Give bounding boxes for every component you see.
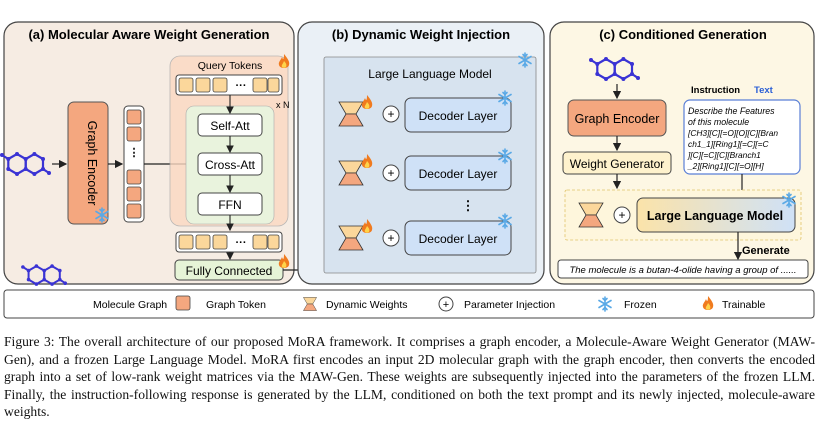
legend-trainable: Trainable (722, 299, 766, 311)
svg-text:···: ··· (236, 237, 247, 249)
weight-generator-block: Weight Generator (570, 157, 665, 171)
panel-a-title: (a) Molecular Aware Weight Generation (28, 27, 269, 42)
svg-text:···: ··· (236, 80, 247, 92)
decoder-layer: Decoder Layer (419, 232, 498, 246)
figure-caption: Figure 3: The overall architecture of ou… (4, 334, 815, 420)
svg-text:⋮: ⋮ (129, 147, 140, 159)
decoder-layer: Decoder Layer (419, 109, 498, 123)
panel-c: (c) Conditioned Generation Graph Encoder… (549, 21, 815, 285)
panel-c-title: (c) Conditioned Generation (599, 27, 767, 42)
parameter-injection-icon: + (387, 231, 394, 245)
graph-encoder-block: Graph Encoder (575, 112, 660, 126)
architecture-figure: (a) Molecular Aware Weight Generation Gr… (0, 21, 815, 319)
ffn-block: FFN (218, 198, 241, 212)
cross-att-block: Cross-Att (205, 158, 256, 172)
self-att-block: Self-Att (210, 119, 250, 133)
graph-token-column: ⋮ (123, 105, 145, 223)
output-token-row: ··· (175, 231, 283, 253)
legend: Molecule Graph Graph Token Dynamic Weigh… (3, 263, 815, 319)
svg-text:][C][=C][C][Branch1: ][C][=C][C][Branch1 (687, 150, 761, 160)
instruction-text: Describe the Features of this molecule [… (687, 106, 778, 171)
legend-dynamic-weights: Dynamic Weights (326, 299, 408, 311)
svg-text:ch1_1][Ring1][=C][=C: ch1_1][Ring1][=C][=C (688, 139, 769, 149)
parameter-injection-icon: + (387, 166, 394, 180)
panel-a: (a) Molecular Aware Weight Generation Gr… (0, 21, 295, 285)
fully-connected-block: Fully Connected (186, 264, 273, 278)
graph-token-swatch (175, 295, 191, 311)
decoder-layer: Decoder Layer (419, 167, 498, 181)
svg-text:_2][Ring1][C][=O][H]: _2][Ring1][C][=O][H] (687, 161, 764, 171)
llm-label: Large Language Model (368, 67, 491, 81)
parameter-injection-icon: + (618, 208, 625, 222)
legend-graph-token: Graph Token (206, 299, 266, 311)
generated-output: The molecule is a butan-4-olide having a… (569, 265, 796, 276)
more-layers-ellipsis: ⋮ (462, 198, 475, 213)
panel-b: (b) Dynamic Weight Injection Large Langu… (297, 21, 545, 285)
legend-frozen: Frozen (624, 299, 657, 311)
text-label: Text (754, 85, 774, 96)
parameter-injection-icon: + (387, 107, 394, 121)
legend-parameter-injection: Parameter Injection (464, 299, 555, 311)
repeat-label: x N (276, 100, 290, 110)
instruction-label: Instruction (691, 85, 740, 96)
graph-encoder-label: Graph Encoder (85, 121, 99, 206)
parameter-injection-icon: + (443, 299, 449, 311)
generate-label: Generate (742, 245, 790, 257)
svg-text:of this molecule: of this molecule (688, 117, 749, 127)
llm-block: Large Language Model (647, 209, 783, 223)
legend-molecule-graph: Molecule Graph (93, 299, 167, 311)
panel-b-title: (b) Dynamic Weight Injection (332, 27, 510, 42)
query-token-row: ··· (175, 74, 283, 96)
svg-text:Describe the Features: Describe the Features (688, 106, 775, 116)
svg-text:[CH3][C][=O][O][C][Bran: [CH3][C][=O][O][C][Bran (687, 128, 778, 138)
query-tokens-label: Query Tokens (198, 60, 263, 72)
